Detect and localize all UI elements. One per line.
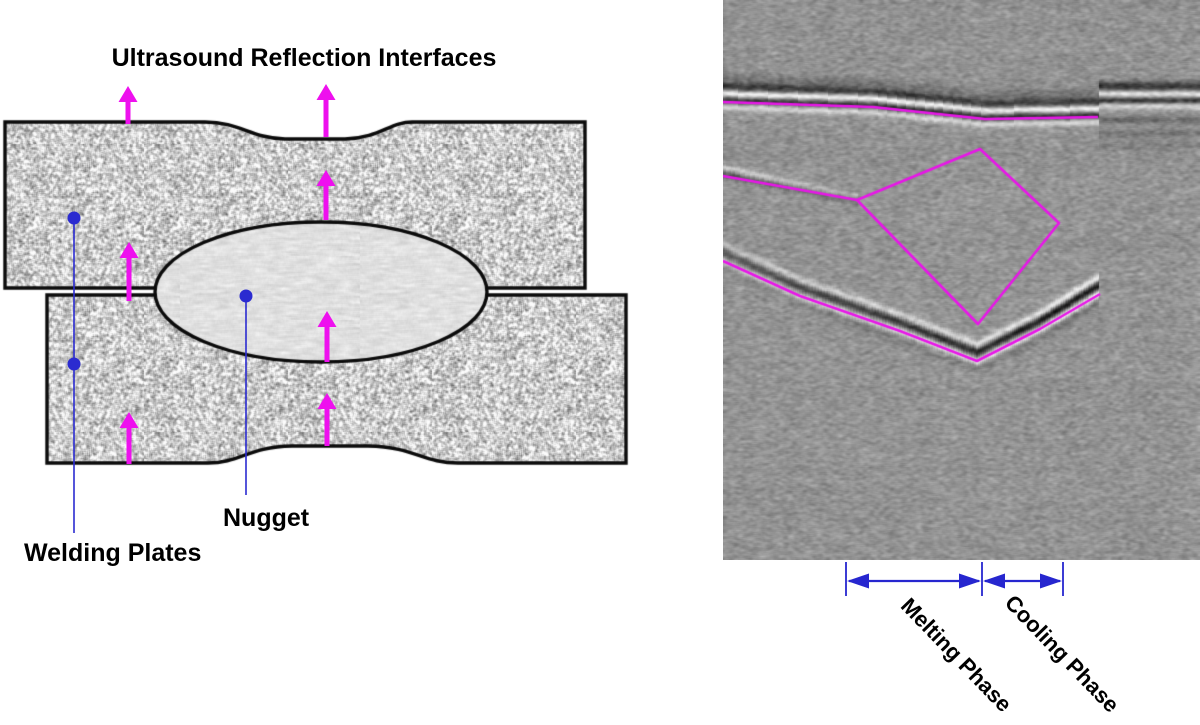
melting-phase-label: Melting Phase <box>896 593 1017 717</box>
cooling-phase-label: Cooling Phase <box>1000 590 1125 718</box>
nugget-label: Nugget <box>223 504 310 532</box>
phase-span-arrowhead-right <box>1040 573 1062 589</box>
weld-schematic-texture-canvas <box>0 0 660 500</box>
schematic-title: Ultrasound Reflection Interfaces <box>111 44 497 72</box>
welding-plates-label: Welding Plates <box>24 539 202 567</box>
phase-span-arrowhead-left <box>847 573 869 589</box>
phase-span-arrowhead-right <box>959 573 981 589</box>
ultrasound-bscan-image <box>723 0 1200 560</box>
phase-span-arrowhead-left <box>983 573 1005 589</box>
